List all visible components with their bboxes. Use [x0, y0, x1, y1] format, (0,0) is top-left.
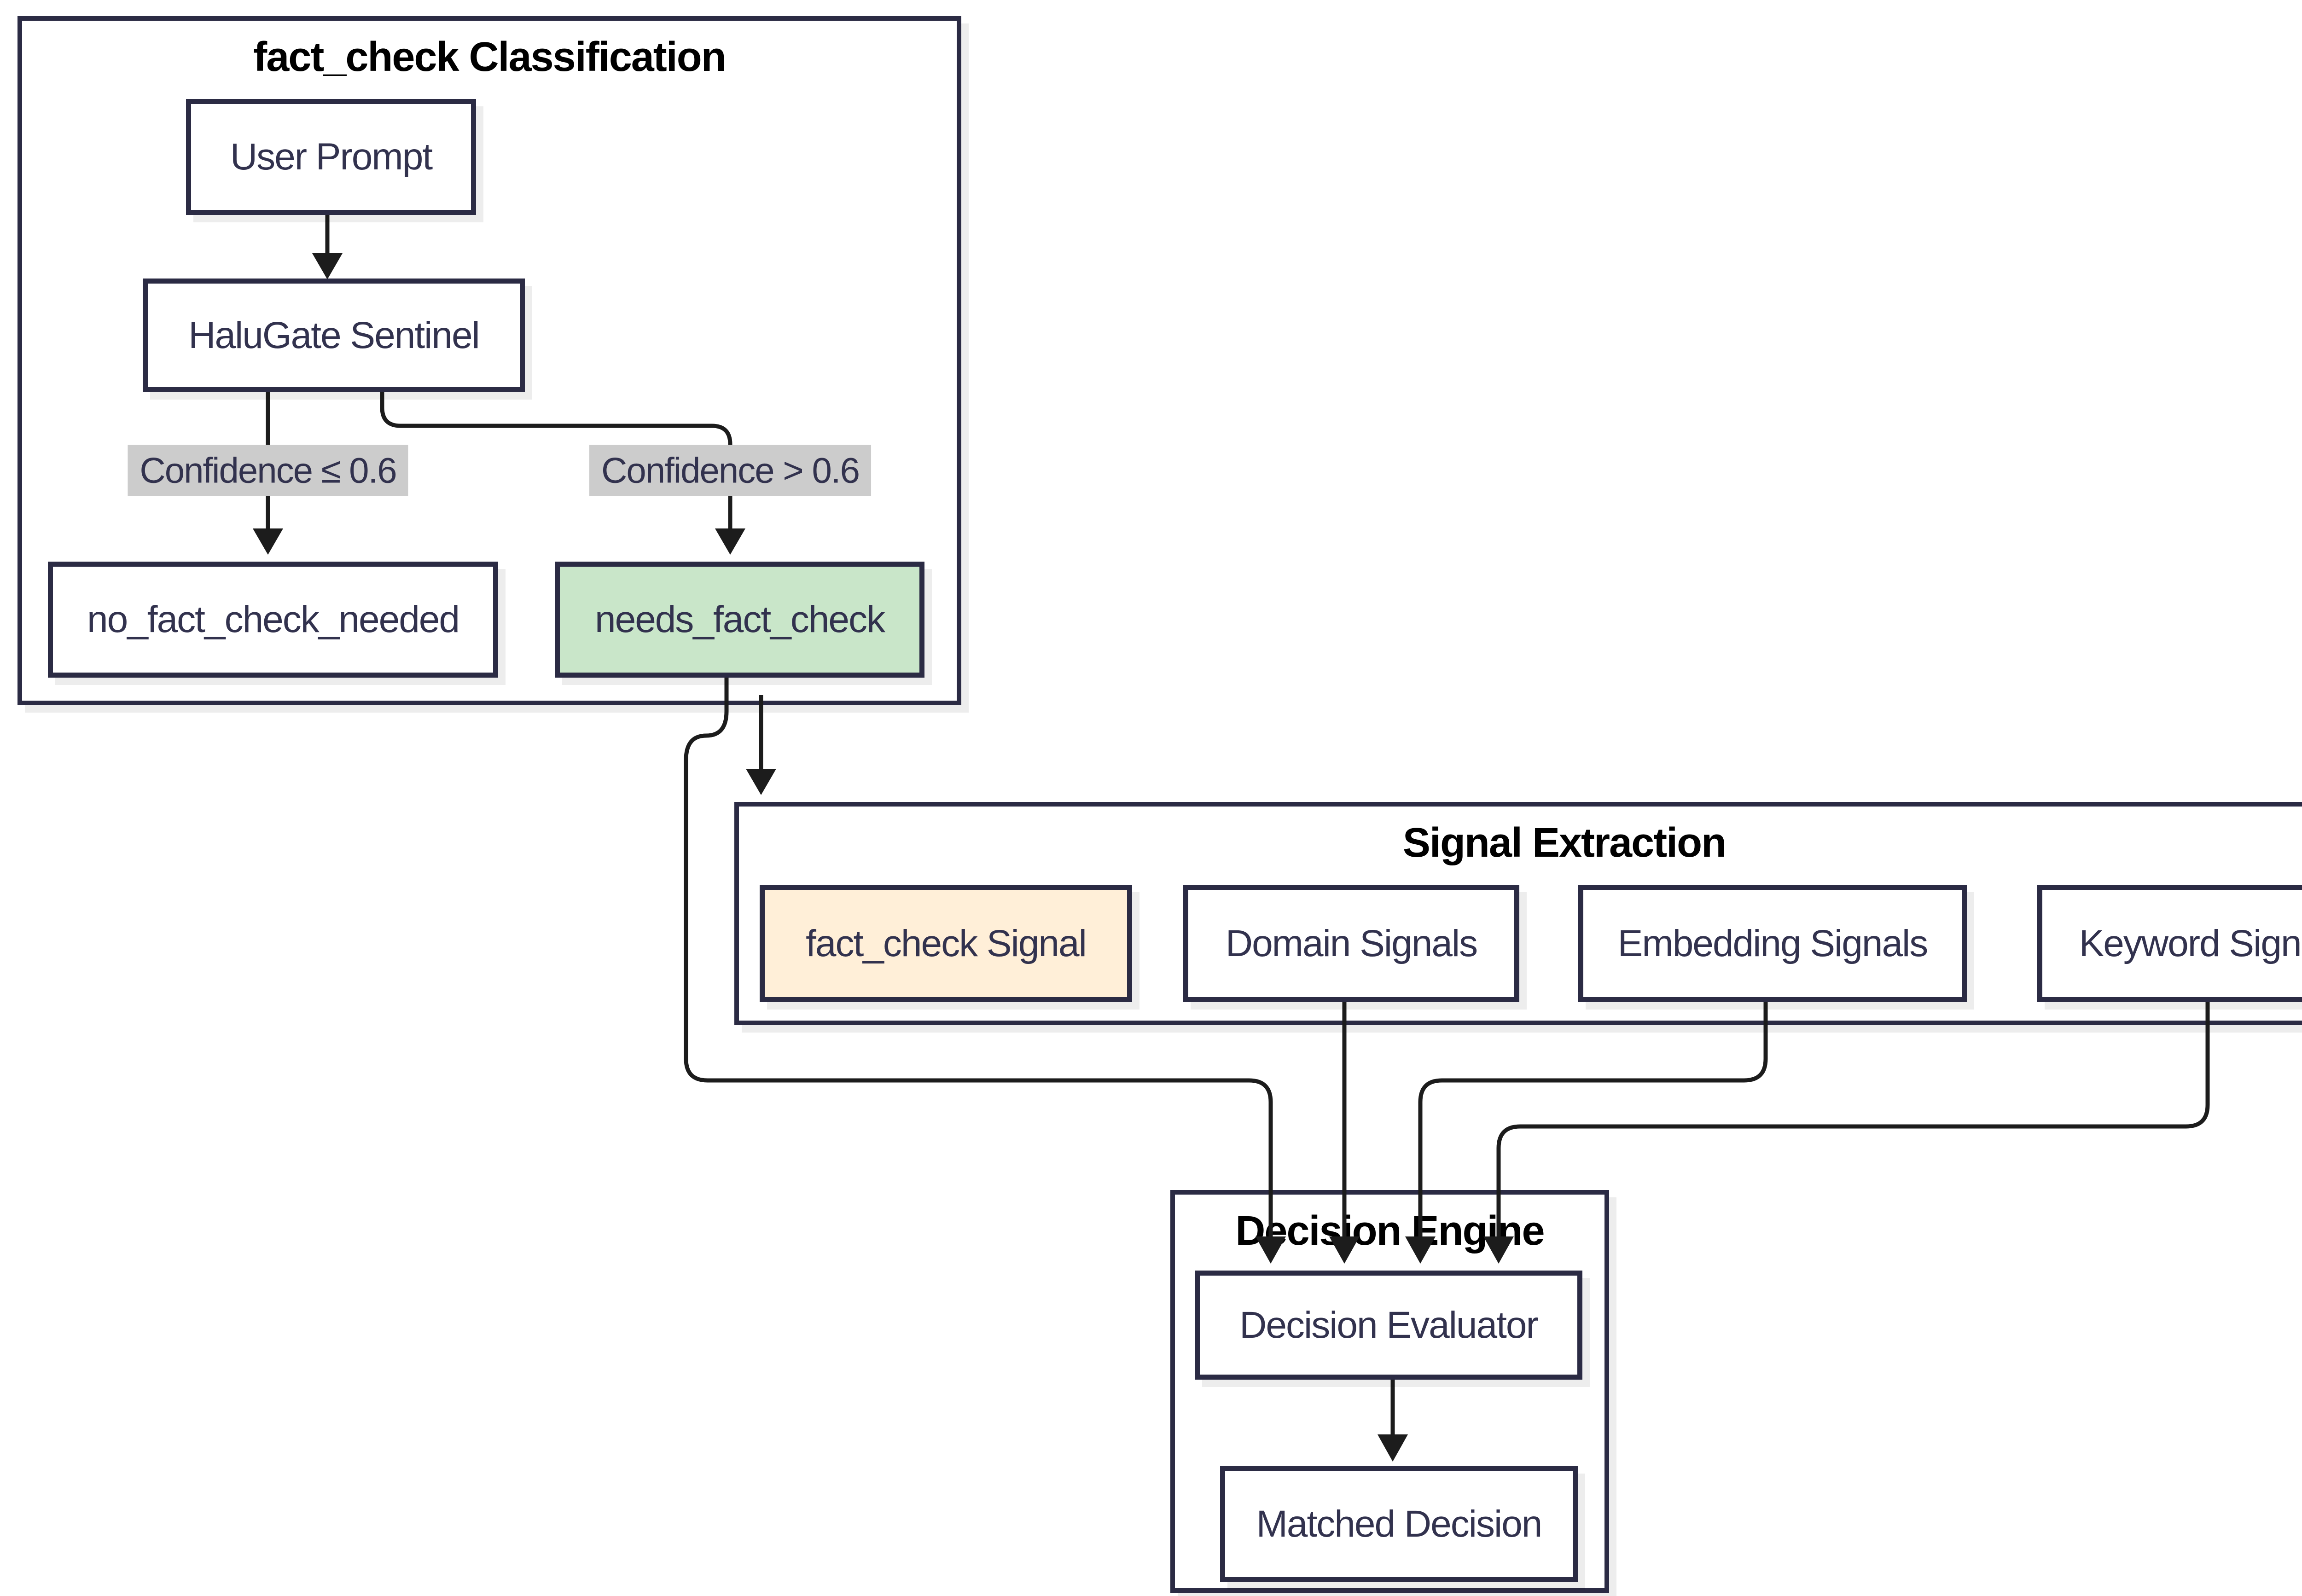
edge-needs-fact-check-to-decision-evaluator	[684, 667, 1273, 1237]
node-label: Matched Decision	[1256, 1503, 1543, 1545]
arrowhead-icon	[253, 528, 283, 555]
node-fact-check-signal: fact_check Signal	[760, 885, 1132, 1002]
edge-keyword-signals-to-decision-evaluator	[1496, 993, 2210, 1237]
node-no-fact-check-needed: no_fact_check_needed	[48, 562, 498, 678]
node-label: User Prompt	[230, 136, 433, 178]
edge-halugate-to-needs-fact-check	[380, 383, 732, 529]
node-label: needs_fact_check	[594, 598, 885, 640]
node-halugate-sentinel: HaluGate Sentinel	[143, 279, 525, 392]
arrowhead-icon	[746, 769, 776, 795]
node-decision-evaluator: Decision Evaluator	[1195, 1271, 1582, 1380]
edge-embedding-signals-to-decision-evaluator	[1418, 993, 1768, 1237]
node-label: fact_check Signal	[806, 922, 1087, 964]
edge-label-confidence-le-0-6: Confidence ≤ 0.6	[128, 445, 408, 496]
node-label: Embedding Signals	[1617, 922, 1929, 964]
node-label: no_fact_check_needed	[87, 598, 460, 640]
arrowhead-icon	[1256, 1236, 1286, 1264]
arrowhead-icon	[312, 253, 343, 279]
arrowhead-icon	[715, 528, 745, 555]
edge-label-confidence-gt-0-6: Confidence > 0.6	[589, 445, 871, 496]
arrowhead-icon	[1329, 1236, 1360, 1264]
node-embedding-signals: Embedding Signals	[1578, 885, 1967, 1002]
node-matched-decision: Matched Decision	[1220, 1466, 1578, 1582]
subgraph-title-fact-check-classification: fact_check Classification	[253, 34, 726, 80]
node-label: HaluGate Sentinel	[188, 314, 480, 356]
node-domain-signals: Domain Signals	[1183, 885, 1519, 1002]
node-needs-fact-check: needs_fact_check	[555, 562, 924, 678]
subgraph-title-signal-extraction: Signal Extraction	[1402, 820, 1726, 866]
node-label: Domain Signals	[1225, 922, 1478, 964]
node-label: Keyword Signals	[2079, 922, 2302, 964]
arrowhead-icon	[1378, 1434, 1408, 1462]
node-user-prompt: User Prompt	[186, 99, 476, 215]
node-label: Decision Evaluator	[1239, 1304, 1539, 1346]
arrowhead-icon	[1483, 1236, 1514, 1264]
node-keyword-signals: Keyword Signals	[2037, 885, 2302, 1002]
arrowhead-icon	[1405, 1236, 1436, 1264]
